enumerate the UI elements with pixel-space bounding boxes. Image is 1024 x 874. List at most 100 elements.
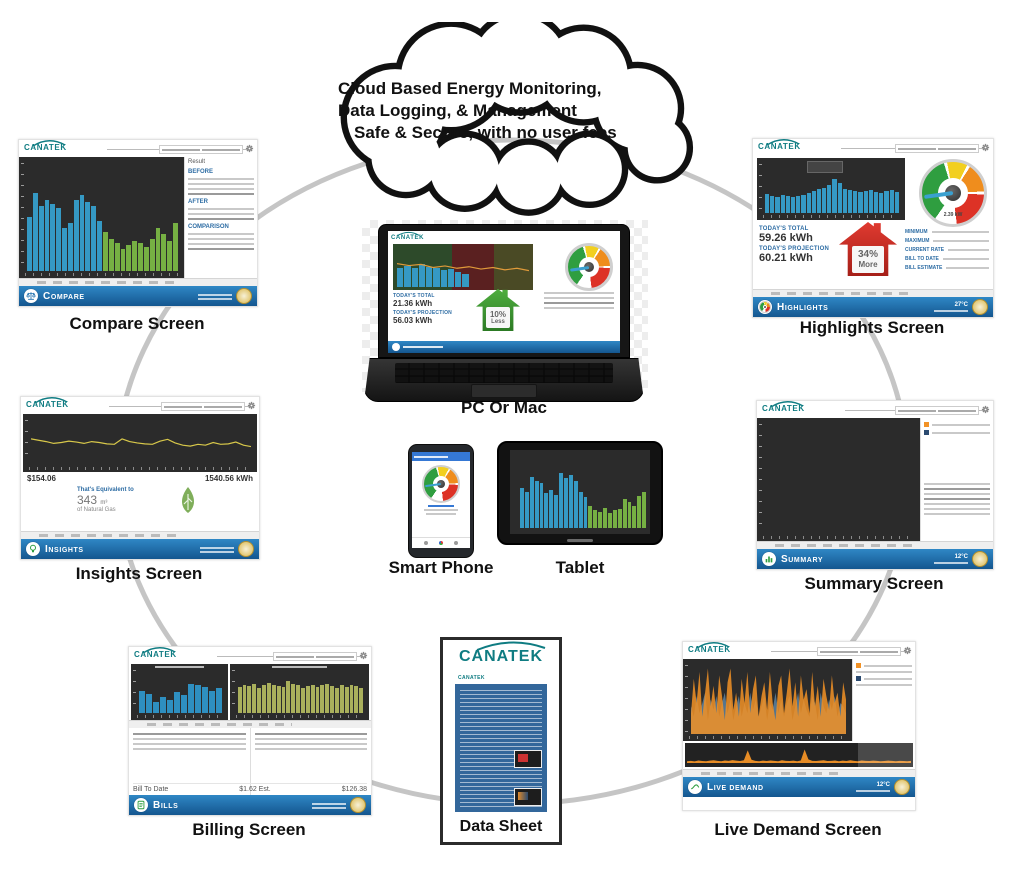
summary-footer: Summary 12°C [757, 549, 993, 569]
gauge-value: 2.39 kW [943, 212, 963, 219]
screen-summary: CANATEK Summary 12°C [756, 400, 994, 570]
tablet-brand-mark [567, 539, 593, 542]
laptop: CANATEK TODAY'S TOTAL 21.36 kWh TODAY'S … [364, 224, 644, 402]
livedemand-legend-panel [852, 659, 915, 741]
caption-compare: Compare Screen [69, 314, 205, 333]
phone-screen [412, 452, 470, 548]
caption-billing: Billing Screen [192, 820, 306, 839]
gear-icon [247, 401, 256, 410]
equiv-intro: That's Equivalent to [77, 487, 134, 493]
tablet-bars [520, 455, 647, 528]
bill-to-date-value: $1.62 Est. [239, 786, 271, 793]
today-total-value: 59.26 kWh [759, 232, 813, 244]
gauge-needle [924, 191, 954, 199]
screen-insights: CANATEK $154.06 1540.56 kWh That's Equiv… [20, 396, 260, 560]
insights-header: CANATEK [21, 397, 259, 414]
tablet-screen [510, 450, 650, 534]
livedemand-footer: Live Demand 12°C [683, 777, 915, 797]
insights-footer: Insights [21, 539, 259, 559]
stat-bill-estimate: BILL ESTIMATE [905, 265, 943, 271]
summary-side-panel [920, 418, 993, 541]
livedemand-toolbar [683, 769, 915, 777]
cloud-outline [340, 22, 694, 216]
canatek-logo: CANATEK [688, 642, 731, 655]
house-percent: 10% [489, 310, 506, 320]
footer-status-text: 27°C [934, 302, 968, 312]
bill-icon [134, 798, 148, 812]
compare-chart [19, 157, 184, 278]
billing-footer: Bills [129, 795, 371, 815]
award-badge [972, 299, 988, 315]
laptop-touchpad [471, 384, 537, 398]
livedemand-header: CANATEK [683, 642, 915, 659]
data-sheet-page-header: CANATEK [455, 672, 547, 684]
screen-compare: CANATEK Result BEFORE AFTER COMPARISON C… [18, 139, 258, 307]
canatek-logo-text: CANATEK [24, 143, 67, 152]
laptop-stats [544, 289, 614, 312]
chart-tooltip [807, 161, 844, 173]
temperature: 12°C [876, 782, 890, 788]
energy-value: 1540.56 kWh [204, 474, 253, 483]
gear-icon [981, 405, 990, 414]
projection-value: 56.03 kWh [393, 316, 433, 325]
award-badge [238, 541, 254, 557]
award-badge [236, 288, 252, 304]
award-badge [894, 779, 910, 795]
canatek-logo-text: CANATEK [391, 235, 425, 241]
tablet [497, 441, 663, 545]
caption-datasheet: Data Sheet [459, 818, 543, 835]
canatek-logo-text: CANATEK [758, 142, 801, 151]
gauge-needle [425, 482, 442, 488]
laptop-screen: CANATEK TODAY'S TOTAL 21.36 kWh TODAY'S … [388, 231, 620, 353]
canatek-logo-text: CANATEK [458, 648, 544, 665]
bulb-icon [26, 542, 40, 556]
less-house-badge: 10%Less [476, 289, 520, 331]
caption-tablet: Tablet [555, 558, 605, 577]
livedemand-area [691, 665, 846, 734]
canatek-logo: CANATEK [762, 401, 805, 414]
laptop-lid: CANATEK TODAY'S TOTAL 21.36 kWh TODAY'S … [378, 224, 630, 358]
compare-result-panel: Result BEFORE AFTER COMPARISON [184, 157, 257, 278]
caption-summary: Summary Screen [804, 574, 944, 593]
highlights-stats: MINIMUM MAXIMUM CURRENT RATE BILL TO DAT… [905, 226, 989, 274]
footer-label-livedemand: Live Demand [707, 781, 764, 793]
section-comparison: COMPARISON [188, 224, 229, 230]
account-bar [817, 647, 901, 656]
gauge-icon [758, 300, 772, 314]
footer-label-highlights: Highlights [777, 301, 829, 313]
highlights-footer: Highlights 27°C [753, 297, 993, 317]
data-sheet-page: CANATEK [455, 672, 547, 812]
stat-maximum: MAXIMUM [905, 238, 930, 244]
bill-estimate-value: $126.38 [341, 786, 367, 793]
footer-status-text [312, 801, 346, 809]
temperature: 12°C [954, 554, 968, 560]
phone-app-header [412, 452, 470, 461]
section-before: BEFORE [188, 169, 214, 175]
projection-label: TODAY'S PROJECTION [393, 310, 452, 316]
insights-line [31, 420, 251, 465]
highlights-toolbar [753, 289, 993, 297]
projection-value: 60.21 kWh [759, 252, 813, 264]
cloud-shape: Cloud Based Energy Monitoring, Data Logg… [292, 22, 724, 222]
canatek-logo-text: CANATEK [688, 645, 731, 654]
house-word: More [858, 260, 878, 270]
energy-gauge: 2.39 kW [919, 159, 987, 227]
equiv-value: 343 [77, 493, 98, 507]
bill-to-date-label: Bill To Date [133, 786, 169, 793]
legend-navy-swatch [856, 676, 861, 681]
cloud-line-2: Data Logging, & Management [338, 101, 577, 121]
cloud-text: Cloud Based Energy Monitoring, Data Logg… [338, 78, 688, 144]
footer-status-text [198, 292, 232, 300]
caption-livedemand: Live Demand Screen [714, 820, 882, 839]
canatek-logo: CANATEK [758, 139, 801, 152]
footer-label-compare: Compare [43, 290, 85, 302]
house-word: Less [491, 319, 505, 326]
demand-curve-icon [688, 780, 702, 794]
account-bar [895, 144, 979, 153]
compare-footer: Compare [19, 286, 257, 306]
section-after: AFTER [188, 199, 208, 205]
legend-orange-swatch [856, 663, 861, 668]
nav-dot-icon [423, 541, 428, 545]
footer-label-insights: Insights [45, 543, 84, 555]
data-sheet: CANATEK CANATEK Data Sheet [440, 637, 562, 845]
